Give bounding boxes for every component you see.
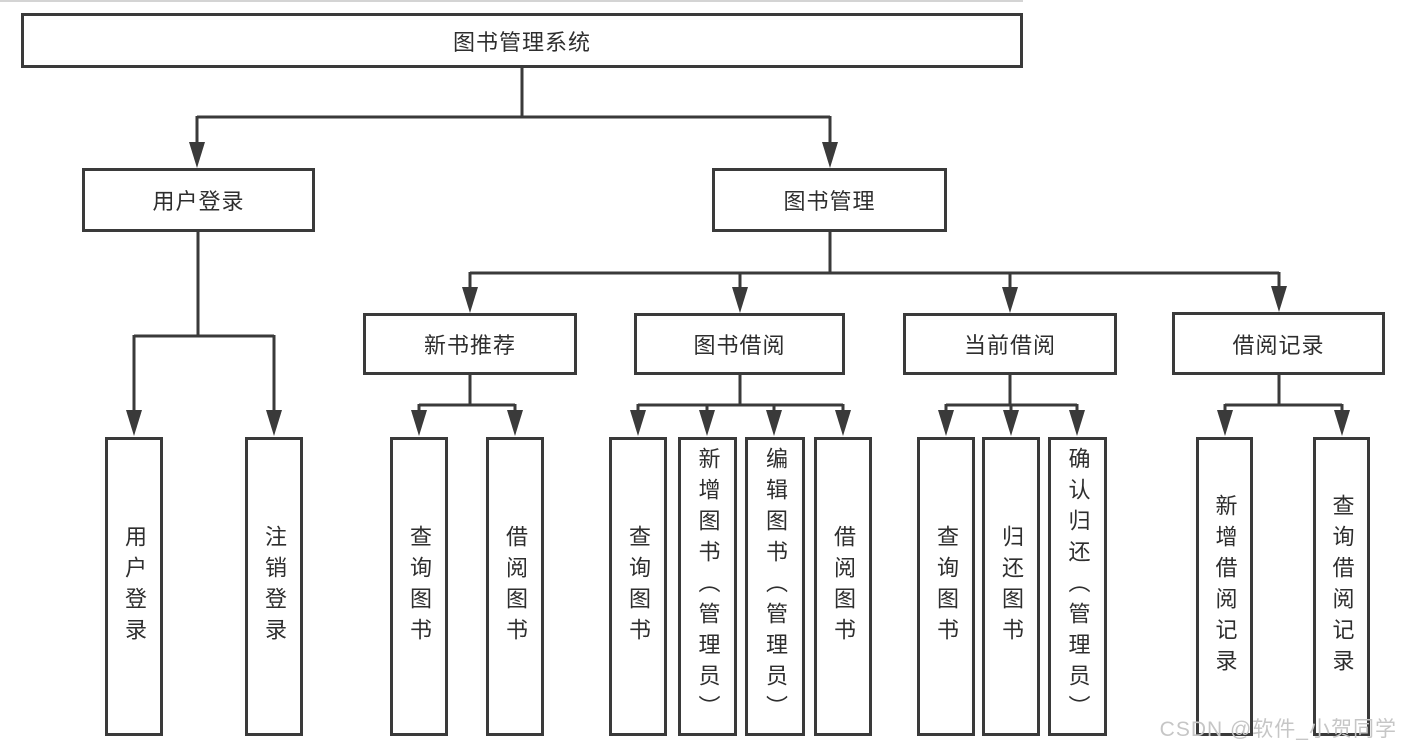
leaf-logout: 注销登录	[245, 437, 303, 736]
node-label: 注销登录	[262, 524, 287, 649]
node-label: 图书管理	[783, 189, 876, 214]
node-label: 借阅图书	[503, 524, 528, 649]
node-label: 查询借阅记录	[1329, 493, 1355, 680]
node-label: 借阅图书	[831, 524, 856, 649]
node-label: 查询图书	[934, 524, 959, 649]
node-label: 新书推荐	[423, 333, 516, 358]
leaf-add-borrow-record: 新增借阅记录	[1196, 437, 1253, 736]
node-label: 当前借阅	[963, 333, 1056, 358]
node-book-borrowing: 图书借阅	[634, 313, 845, 375]
node-label: 用户登录	[122, 524, 147, 649]
node-label: 编辑图书（管理员）	[763, 447, 788, 726]
node-label: 图书管理系统	[452, 29, 591, 55]
node-label: 图书借阅	[693, 333, 786, 358]
node-label: 确认归还（管理员）	[1065, 447, 1091, 726]
leaf-edit-books-admin: 编辑图书（管理员）	[745, 437, 805, 736]
node-label: 借阅记录	[1232, 332, 1325, 358]
leaf-borrow-books: 借阅图书	[814, 437, 872, 736]
node-label: 归还图书	[999, 524, 1024, 649]
leaf-query-books-borrow: 查询图书	[609, 437, 667, 736]
csdn-watermark: CSDN @软件_小贺同学	[1159, 718, 1397, 741]
node-new-book-recommendation: 新书推荐	[363, 313, 577, 375]
leaf-query-books-recommend: 查询图书	[390, 437, 448, 736]
node-book-management: 图书管理	[712, 168, 947, 232]
leaf-borrow-books-recommend: 借阅图书	[486, 437, 544, 736]
node-label: 查询图书	[407, 524, 432, 649]
leaf-user-login: 用户登录	[105, 437, 163, 736]
node-borrowing-records: 借阅记录	[1172, 312, 1385, 375]
leaf-return-books: 归还图书	[982, 437, 1040, 736]
node-label: 查询图书	[626, 524, 651, 649]
leaf-query-books-current: 查询图书	[917, 437, 975, 736]
node-label: 新增图书（管理员）	[695, 447, 721, 726]
leaf-add-books-admin: 新增图书（管理员）	[678, 437, 737, 736]
node-user-login: 用户登录	[82, 168, 315, 232]
node-library-management-system: 图书管理系统	[21, 13, 1023, 68]
node-label: 用户登录	[152, 189, 245, 214]
leaf-confirm-return-admin: 确认归还（管理员）	[1048, 437, 1107, 736]
node-label: 新增借阅记录	[1212, 493, 1238, 680]
page-top-divider	[0, 0, 1023, 2]
leaf-query-borrow-record: 查询借阅记录	[1313, 437, 1370, 736]
node-current-borrowing: 当前借阅	[903, 313, 1117, 375]
